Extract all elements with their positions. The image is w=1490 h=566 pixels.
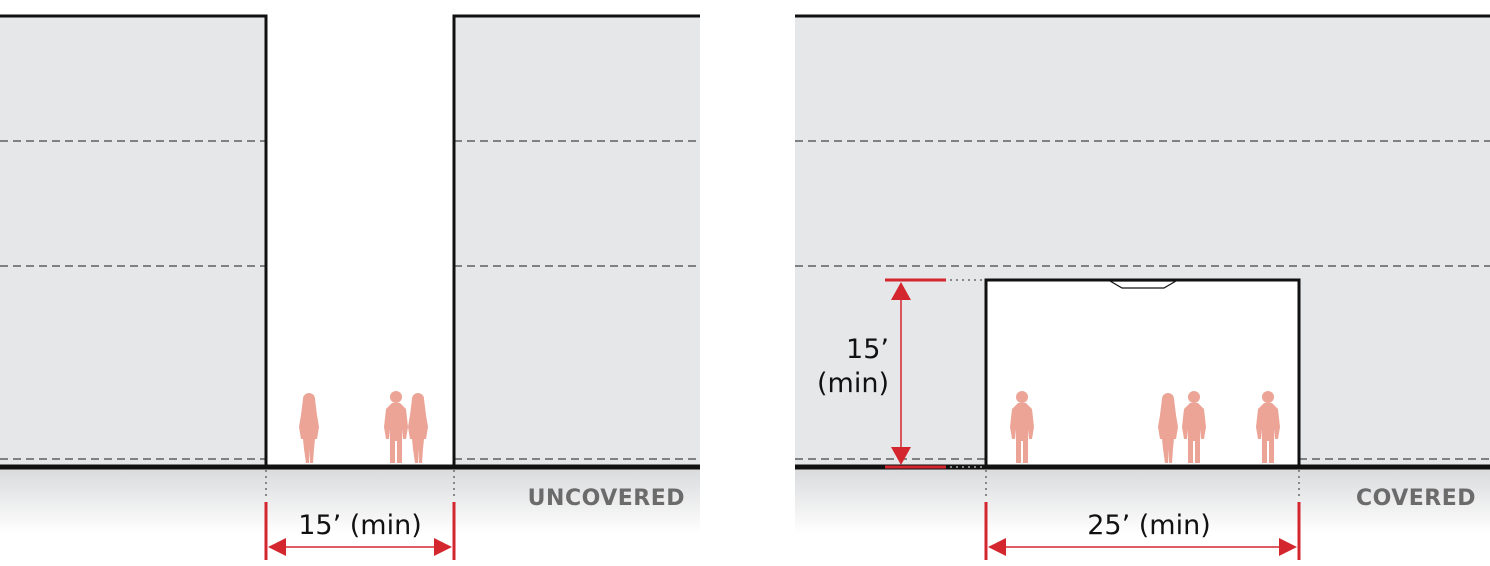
ceiling-light-icon	[1107, 280, 1179, 289]
type-label-uncovered: UNCOVERED	[528, 486, 685, 511]
floor-lines-left	[0, 140, 700, 460]
type-label-covered: COVERED	[1356, 486, 1476, 511]
height-label-qualifier: (min)	[817, 368, 889, 399]
pedestrians-left	[299, 391, 428, 463]
width-label-uncovered: 15’ (min)	[298, 510, 422, 541]
arrowhead-icon	[434, 538, 452, 556]
passage-opening	[986, 280, 1299, 466]
ground-band-left	[0, 468, 700, 534]
ground-band-right	[795, 468, 1490, 534]
width-dimension-right: 25’ (min)	[984, 470, 1301, 560]
passage-outline	[984, 278, 1301, 466]
building-right	[454, 16, 700, 466]
height-label-value: 15’	[846, 334, 889, 365]
person-figure-icon	[299, 393, 319, 463]
person-figure-icon	[384, 391, 408, 463]
arrowhead-icon	[891, 282, 911, 300]
panel-uncovered: 15’ (min) UNCOVERED	[0, 14, 700, 560]
arrowhead-icon	[891, 447, 911, 465]
floor-lines-right	[795, 140, 1490, 460]
width-dimension-left: 15’ (min)	[264, 470, 456, 560]
height-dimension-right: 15’ (min)	[817, 278, 984, 469]
person-figure-icon	[408, 393, 428, 463]
building-left	[0, 16, 266, 466]
panel-covered: 15’ (min) 25’ (min) COVERED	[795, 14, 1490, 560]
width-label-covered: 25’ (min)	[1087, 510, 1211, 541]
arrowhead-icon	[268, 538, 286, 556]
arrowhead-icon	[988, 538, 1006, 556]
arrowhead-icon	[1279, 538, 1297, 556]
building-outlines-left	[0, 14, 700, 466]
